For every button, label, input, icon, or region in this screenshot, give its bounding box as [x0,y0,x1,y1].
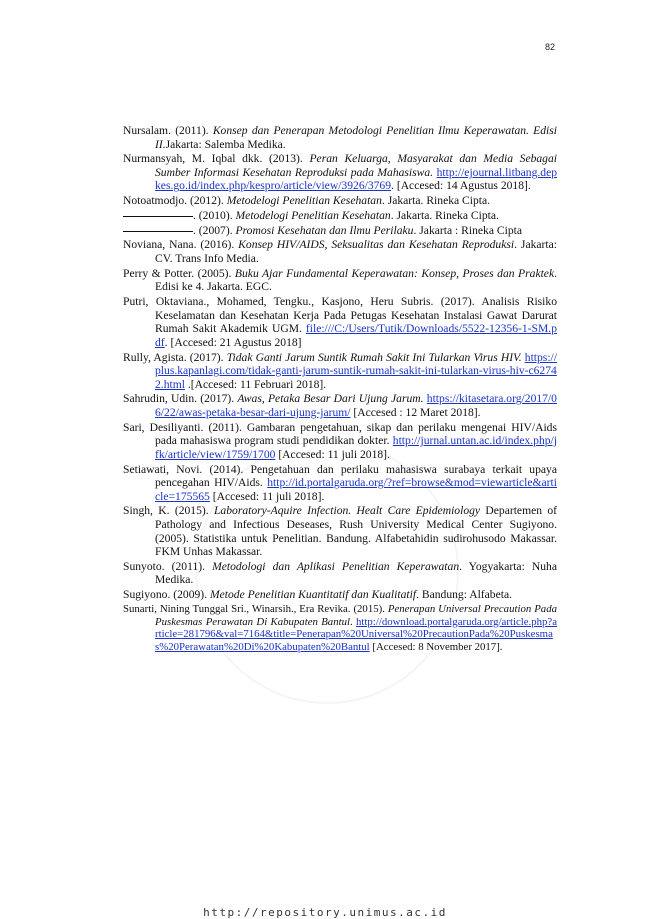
reference-entry: Nurmansyah, M. Iqbal dkk. (2013). Peran … [123,152,557,193]
reference-entry: Setiawati, Novi. (2014). Pengetahuan dan… [123,463,557,504]
repeat-author-rule [123,215,193,217]
reference-details: [Accesed: 11 juli 2018]. [275,447,390,461]
reference-entry: Notoatmodjo. (2012). Metodelogi Peneliti… [123,194,557,208]
reference-title: Metode Penelitian Kuantitatif dan Kualit… [209,588,417,602]
reference-authors: Putri, Oktaviana., Mohamed, Tengku., Kas… [123,295,557,336]
reference-authors: Singh, K. (2015). [123,504,214,518]
reference-authors: Nurmansyah, M. Iqbal dkk. (2013). [123,152,310,166]
page-number: 82 [544,42,555,52]
reference-entry: Singh, K. (2015). Laboratory-Aquire Infe… [123,504,557,558]
reference-authors: Sunyoto. (2011). [123,559,213,573]
reference-details: . [Accesed: 21 Agustus 2018] [164,335,302,349]
reference-title: Metodelogi Penelitian Kesehatan [235,208,391,222]
reference-details: .[Accesed: 11 Februari 2018]. [184,377,327,391]
reference-link[interactable]: https://plus.kapanlagi.com/tidak-ganti-j… [155,350,557,391]
reference-title: Metodelogi Penelitian Kesehatan [226,194,382,208]
reference-details: . Edisi ke 4. Jakarta. EGC. [155,266,558,294]
reference-authors: Sari, Desiliyanti. (2011). Gambaran peng… [123,420,557,448]
reference-entry: Putri, Oktaviana., Mohamed, Tengku., Kas… [123,295,557,349]
reference-details: Jakarta: Salemba Medika. [165,137,286,151]
reference-title: Awas, Petaka Besar Dari Ujung Jarum. [237,392,424,406]
reference-authors: Sahrudin, Udin. (2017). [123,392,238,406]
reference-authors: Perry & Potter. (2005). [123,266,235,280]
footer-url: http://repository.unimus.ac.id [203,906,447,919]
reference-link[interactable]: https://kitasetara.org/2017/06/22/awas-p… [155,392,557,419]
reference-title: Tidak Ganti Jarum Suntik Rumah Sakit Ini… [226,350,522,364]
reference-link[interactable]: http://download.portalgaruda.org/article… [155,615,558,653]
reference-details: . Jakarta: CV. Trans Info Media. [155,238,557,265]
repeat-author-rule [123,230,193,232]
reference-details: [Accesed : 12 Maret 2018]. [350,405,481,419]
reference-entry: Sugiyono. (2009). Metode Penelitian Kuan… [123,588,557,602]
reference-title: Metodologi dan Aplikasi Penelitian Keper… [212,559,460,573]
reference-title: Peran Keluarga, Masyarakat dan Media Seb… [155,152,557,179]
reference-entry: Sunyoto. (2011). Metodologi dan Aplikasi… [123,560,557,587]
reference-list: Nursalam. (2011). Konsep dan Penerapan M… [123,124,557,655]
reference-details: . Bandung: Alfabeta. [416,588,513,602]
reference-link[interactable]: http://id.portalgaruda.org/?ref=browse&m… [155,476,557,503]
reference-link[interactable]: file:///C:/Users/Tutik/Downloads/5522-12… [155,322,557,349]
reference-link[interactable]: http://ejournal.litbang.depkes.go.id/ind… [155,165,558,193]
reference-authors: Sunarti, Nining Tunggal Sri., Winarsih.,… [123,602,388,615]
reference-title: Promosi Kesehatan dan Ilmu Perilaku [235,223,414,237]
reference-details: [Accesed: 11 juli 2018]. [209,489,325,503]
reference-authors: . (2007). [193,223,236,237]
reference-title: Laboratory-Aquire Infection. Healt Care … [213,504,481,518]
reference-details: . Jakarta : Rineka Cipta [413,223,522,237]
reference-authors: Sugiyono. (2009). [123,588,210,602]
watermark-seal [195,440,459,704]
reference-entry: Rully, Agista. (2017). Tidak Ganti Jarum… [123,351,557,392]
reference-authors: Rully, Agista. (2017). [123,350,227,364]
reference-link[interactable]: http://jurnal.untan.ac.id/index.php/jfk/… [155,434,557,461]
reference-details: . [350,615,353,628]
reference-entry: Sari, Desiliyanti. (2011). Gambaran peng… [123,421,557,462]
reference-access-date: [Accesed: 8 November 2017]. [369,640,503,653]
reference-authors: Noviana, Nana. (2016). [123,238,239,252]
reference-entry: Perry & Potter. (2005). Buku Ajar Fundam… [123,267,557,294]
reference-authors: Notoatmodjo. (2012). [123,194,227,208]
reference-details: Departemen of Pathology and Infectious D… [155,504,557,559]
reference-entry: Nursalam. (2011). Konsep dan Penerapan M… [123,124,557,151]
reference-entry: Sahrudin, Udin. (2017). Awas, Petaka Bes… [123,392,557,419]
reference-entry: . (2007). Promosi Kesehatan dan Ilmu Per… [123,224,557,238]
reference-entry: Noviana, Nana. (2016). Konsep HIV/AIDS, … [123,238,557,265]
reference-details: . Jakarta. Rineka Cipta. [381,194,491,208]
reference-authors: Setiawati, Novi. (2014). Pengetahuan dan… [123,462,557,490]
reference-details: . [Accesed: 14 Agustus 2018]. [391,179,531,193]
reference-title: Penerapan Universal Precaution Pada Pusk… [155,602,557,628]
reference-entry: . (2010). Metodelogi Penelitian Kesehata… [123,209,557,223]
reference-authors: . (2010). [193,208,236,222]
reference-authors: Nursalam. (2011). [123,124,213,137]
reference-title: Konsep dan Penerapan Metodologi Peneliti… [155,124,557,151]
reference-entry: Sunarti, Nining Tunggal Sri., Winarsih.,… [123,603,557,654]
reference-details: . Jakarta. Rineka Cipta. [390,208,499,222]
reference-details: . Yogyakarta: Nuha Medika. [155,559,557,587]
reference-title: Konsep HIV/AIDS, Seksualitas dan Kesehat… [238,238,515,252]
reference-title: Buku Ajar Fundamental Keperawatan: Konse… [234,266,555,280]
